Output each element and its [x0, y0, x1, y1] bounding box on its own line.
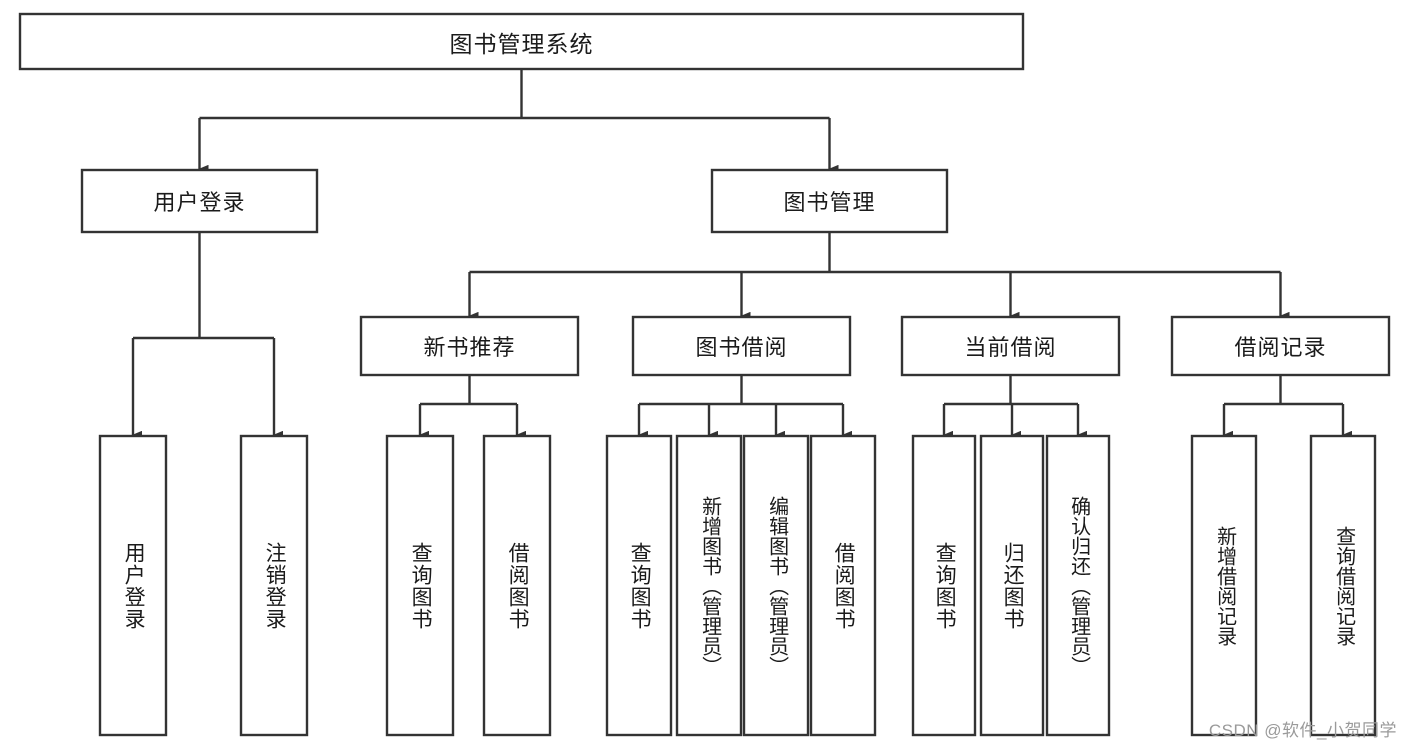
edge-layer — [131, 69, 1352, 440]
node-leaf-return-book[interactable] — [979, 434, 1045, 737]
node-current-borrow[interactable] — [900, 315, 1121, 377]
node-new-book-rec[interactable] — [359, 315, 580, 377]
node-leaf-query-book-bor[interactable] — [605, 434, 673, 737]
node-leaf-add-book[interactable] — [675, 434, 743, 737]
node-leaf-confirm-return[interactable] — [1045, 434, 1111, 737]
node-leaf-user-login[interactable] — [98, 434, 168, 737]
node-user-login[interactable] — [80, 168, 319, 234]
node-leaf-borrow-book-rec[interactable] — [482, 434, 552, 737]
node-leaf-edit-book[interactable] — [742, 434, 810, 737]
node-leaf-add-record[interactable] — [1190, 434, 1258, 737]
node-leaf-query-record[interactable] — [1309, 434, 1377, 737]
node-leaf-borrow-book-bor[interactable] — [809, 434, 877, 737]
node-book-manage[interactable] — [710, 168, 949, 234]
box-layer — [18, 12, 1391, 737]
node-root[interactable] — [18, 12, 1025, 71]
node-leaf-logout[interactable] — [239, 434, 309, 737]
node-book-borrow[interactable] — [631, 315, 852, 377]
node-leaf-query-book-rec[interactable] — [385, 434, 455, 737]
node-borrow-record[interactable] — [1170, 315, 1391, 377]
node-leaf-query-book-cur[interactable] — [911, 434, 977, 737]
